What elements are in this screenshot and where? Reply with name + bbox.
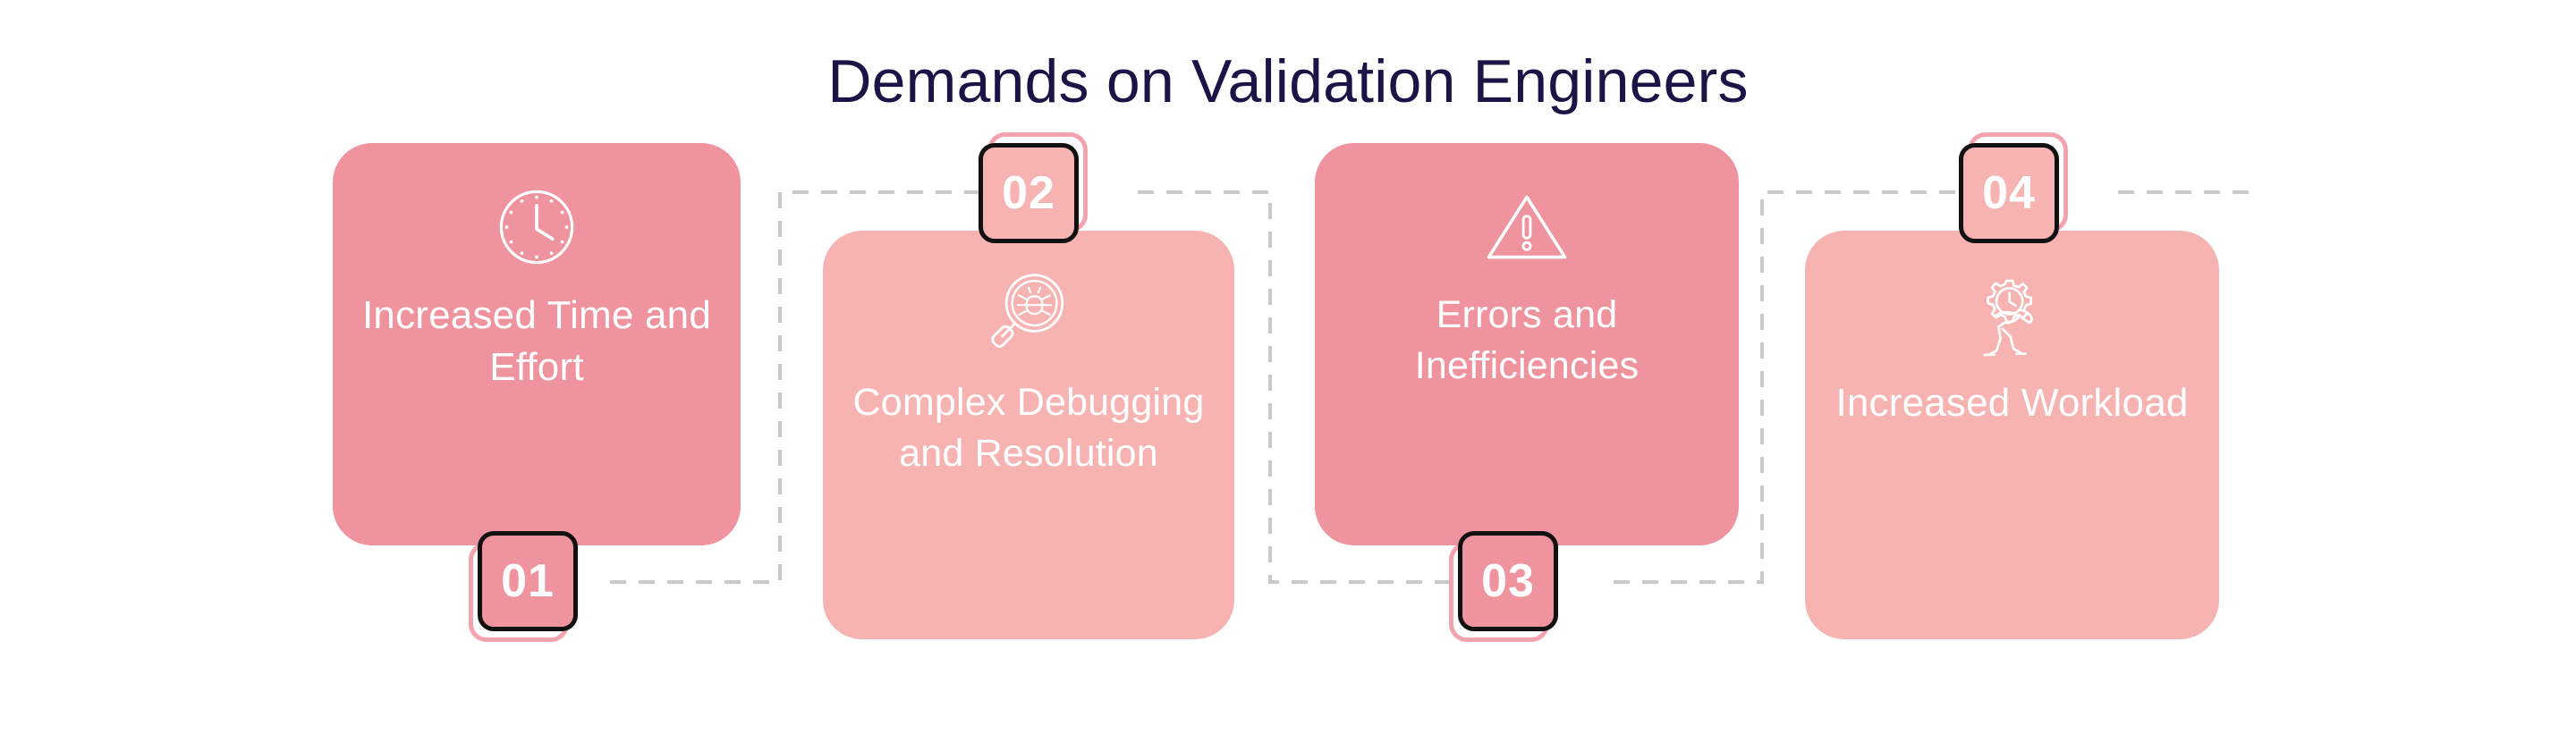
person-carrying-gear-clock-icon	[1959, 261, 2066, 368]
step-badge-3[interactable]: 03	[1449, 531, 1558, 642]
page-title: Demands on Validation Engineers	[827, 47, 1749, 115]
step-badge-4[interactable]: 04	[1959, 132, 2068, 243]
step-badge-2[interactable]: 02	[979, 132, 1088, 243]
warning-triangle-icon	[1473, 173, 1580, 281]
step-card-3-label: Errors and Inefficiencies	[1414, 293, 1640, 387]
step-badge-4-number: 04	[1959, 143, 2059, 243]
step-card-2-label: Complex Debugging and Resolution	[852, 381, 1205, 475]
magnifier-bug-icon	[975, 261, 1082, 368]
step-card-1[interactable]: Increased Time and Effort	[333, 143, 741, 545]
step-badge-2-number: 02	[979, 143, 1079, 243]
step-card-3[interactable]: Errors and Inefficiencies	[1315, 143, 1739, 545]
step-badge-1-number: 01	[478, 531, 578, 631]
clock-icon	[483, 173, 590, 281]
step-card-4-label: Increased Workload	[1835, 381, 2189, 425]
step-card-1-label: Increased Time and Effort	[361, 293, 712, 390]
step-badge-1[interactable]: 01	[469, 531, 578, 642]
step-card-4[interactable]: Increased Workload	[1805, 231, 2219, 639]
step-badge-3-number: 03	[1458, 531, 1558, 631]
step-card-2[interactable]: Complex Debugging and Resolution	[823, 231, 1234, 639]
